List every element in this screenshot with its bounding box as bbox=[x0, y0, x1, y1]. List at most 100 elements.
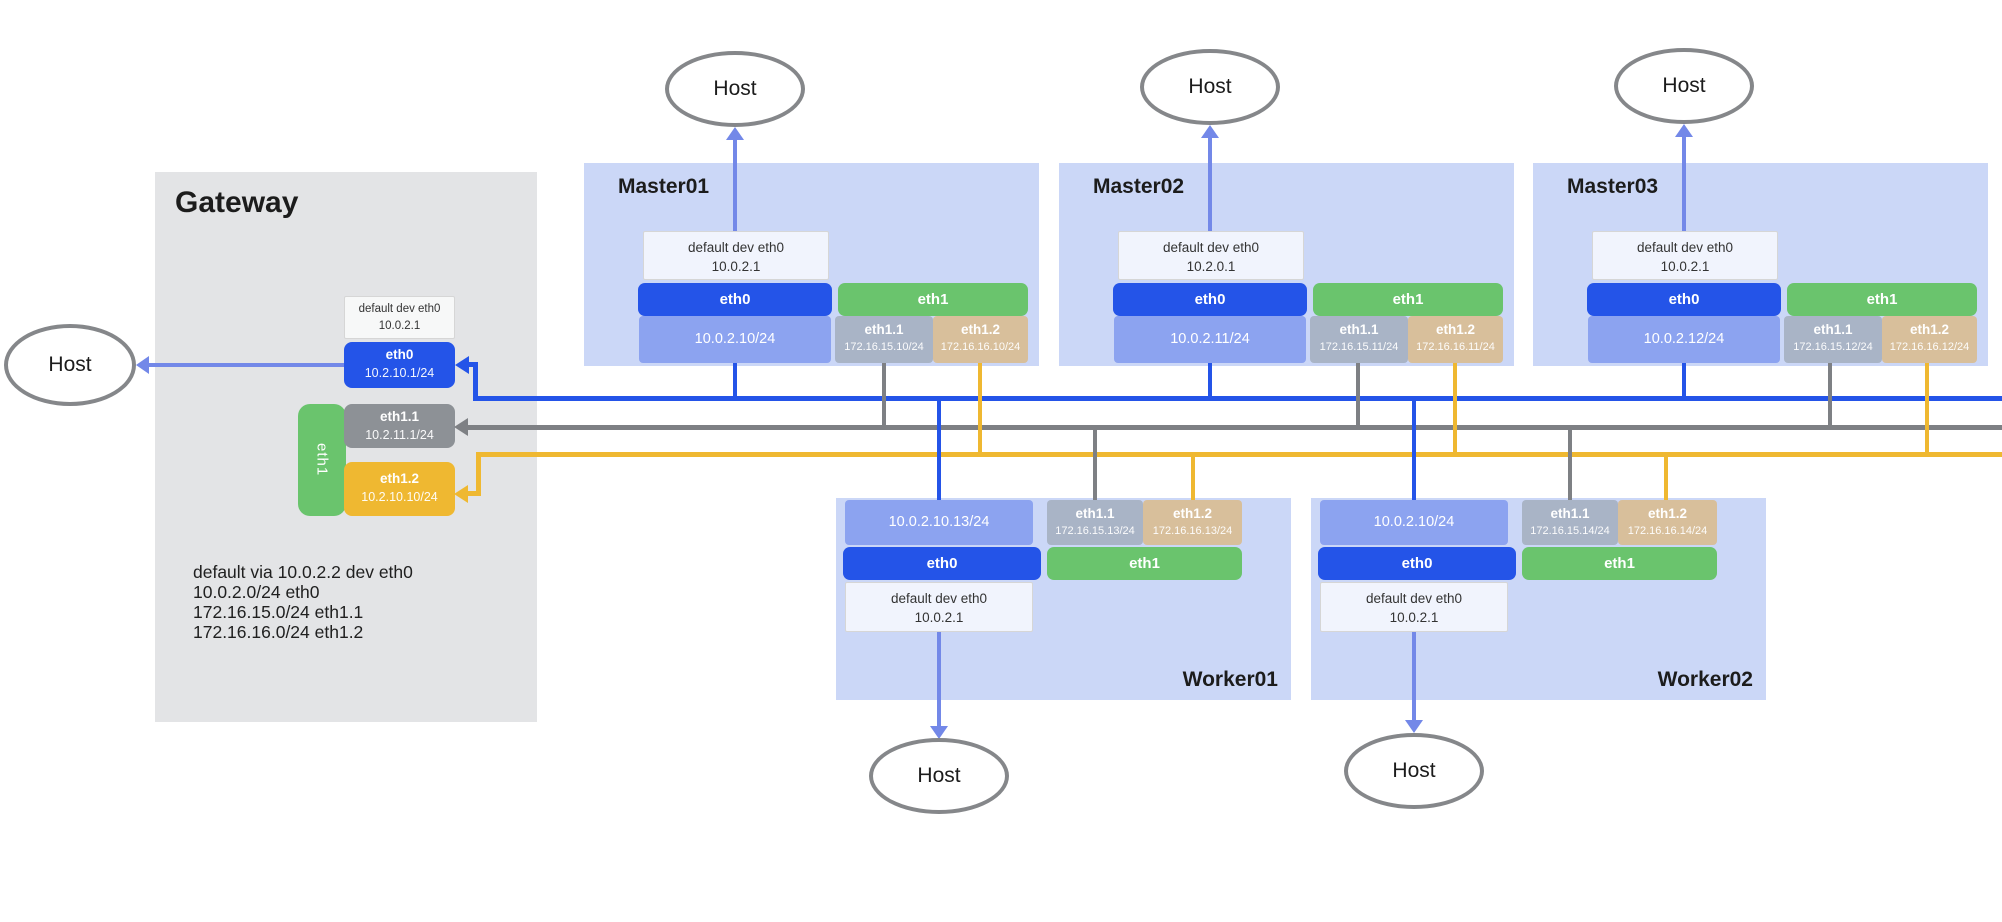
master01-eth1-2-link bbox=[978, 363, 982, 456]
gateway-eth1-2-label: eth1.2 bbox=[379, 471, 420, 486]
master02-host-arrowhead-icon bbox=[1201, 125, 1219, 138]
gateway-default-route-line1: default dev eth0 bbox=[358, 303, 441, 315]
host-ellipse-worker01: Host bbox=[869, 738, 1009, 814]
host-ellipse-gateway: Host bbox=[4, 324, 136, 406]
worker01-eth1-1-box: eth1.1 172.16.15.13/24 bbox=[1047, 500, 1143, 545]
master03-eth1-1-link bbox=[1828, 363, 1832, 428]
host-label: Host bbox=[1392, 759, 1436, 782]
worker01-host-arrowhead-icon bbox=[930, 726, 948, 739]
default-route-ip: 10.0.2.1 bbox=[1389, 610, 1439, 625]
worker02-eth1-2-box: eth1.2 172.16.16.14/24 bbox=[1618, 500, 1717, 545]
route-entry: 10.0.2.0/24 eth0 bbox=[193, 582, 320, 602]
master01-eth1-1-link bbox=[882, 363, 886, 428]
eth1-2-ip: 172.16.16.13/24 bbox=[1152, 525, 1233, 537]
eth1-1-network-bus bbox=[468, 425, 2002, 430]
eth1-2-label: eth1.2 bbox=[1909, 322, 1950, 337]
worker01-eth1-2-link bbox=[1191, 455, 1195, 500]
eth1-2-bus-elbow bbox=[468, 491, 481, 496]
worker01-eth1-1-link bbox=[1093, 428, 1097, 500]
gateway-eth1-2-ip: 10.2.10.10/24 bbox=[361, 490, 438, 504]
worker01-host-link bbox=[937, 632, 941, 726]
worker02-eth1-1-box: eth1.1 172.16.15.14/24 bbox=[1522, 500, 1618, 545]
host-ellipse-master02: Host bbox=[1140, 49, 1280, 125]
master03-eth1-2-link bbox=[1925, 363, 1929, 456]
master03-default-route-box: default dev eth0 10.0.2.1 bbox=[1592, 231, 1778, 280]
eth1-1-label: eth1.1 bbox=[1339, 322, 1379, 337]
master02-eth0-link bbox=[1208, 363, 1212, 400]
worker01-eth0-ip: 10.0.2.10.13/24 bbox=[845, 500, 1033, 545]
worker01-eth1-2-box: eth1.2 172.16.16.13/24 bbox=[1143, 500, 1242, 545]
master01-eth1-box: eth1 bbox=[838, 283, 1028, 316]
worker02-eth0-box: eth0 bbox=[1318, 547, 1516, 580]
master01-node: Master01 default dev eth0 10.0.2.1 eth0 … bbox=[584, 163, 1039, 366]
master02-eth1-2-box: eth1.2 172.16.16.11/24 bbox=[1408, 316, 1503, 363]
master03-eth1-1-box: eth1.1 172.16.15.12/24 bbox=[1784, 316, 1882, 363]
host-label: Host bbox=[917, 764, 961, 787]
route-entry: 172.16.16.0/24 eth1.2 bbox=[193, 622, 364, 642]
host-label: Host bbox=[713, 77, 757, 100]
worker02-host-link bbox=[1412, 632, 1416, 720]
eth1-1-ip: 172.16.15.10/24 bbox=[844, 341, 924, 353]
gateway-eth1-1-label: eth1.1 bbox=[379, 409, 420, 424]
eth1-1-label: eth1.1 bbox=[1813, 322, 1853, 337]
master02-eth1-1-link bbox=[1356, 363, 1360, 428]
master01-eth0-link bbox=[733, 363, 737, 400]
worker02-host-arrowhead-icon bbox=[1405, 720, 1423, 733]
host-ellipse-master01: Host bbox=[665, 51, 805, 127]
route-entry: default via 10.0.2.2 dev eth0 bbox=[193, 562, 413, 582]
master03-title: Master03 bbox=[1567, 175, 1659, 198]
gateway-eth0-ip: 10.2.10.1/24 bbox=[364, 366, 435, 380]
gateway-routing-table: default via 10.0.2.2 dev eth0 10.0.2.0/2… bbox=[193, 562, 413, 642]
eth1-1-ip: 172.16.15.13/24 bbox=[1055, 525, 1135, 537]
gateway-node: Gateway default dev eth0 10.0.2.1 eth0 1… bbox=[155, 172, 537, 722]
gateway-eth0-box: eth0 10.2.10.1/24 bbox=[344, 342, 455, 388]
default-route-line1: default dev eth0 bbox=[1365, 591, 1463, 606]
eth1-2-ip: 172.16.16.11/24 bbox=[1416, 341, 1495, 353]
worker01-eth0-box: eth0 bbox=[843, 547, 1041, 580]
master01-title: Master01 bbox=[618, 175, 710, 198]
worker01-eth0-link bbox=[937, 399, 941, 500]
gateway-eth1-box: eth1 bbox=[298, 404, 346, 516]
eth1-1-ip: 172.16.15.11/24 bbox=[1319, 341, 1399, 353]
default-route-line1: default dev eth0 bbox=[687, 240, 785, 255]
gateway-default-route-box: default dev eth0 10.0.2.1 bbox=[344, 296, 455, 339]
route-entry: 172.16.15.0/24 eth1.1 bbox=[193, 602, 364, 622]
default-route-line1: default dev eth0 bbox=[1162, 240, 1260, 255]
worker02-eth0-ip: 10.0.2.10/24 bbox=[1320, 500, 1508, 545]
master02-node: Master02 default dev eth0 10.2.0.1 eth0 … bbox=[1059, 163, 1514, 366]
master02-host-link bbox=[1208, 138, 1212, 231]
master03-host-link bbox=[1682, 137, 1686, 231]
eth1-2-bus-arrowhead-icon bbox=[454, 485, 468, 503]
master01-eth1-1-box: eth1.1 172.16.15.10/24 bbox=[835, 316, 933, 363]
eth1-2-network-bus bbox=[476, 452, 2002, 457]
eth1-1-ip: 172.16.15.14/24 bbox=[1530, 525, 1610, 537]
master03-eth0-box: eth0 bbox=[1587, 283, 1781, 316]
master02-eth1-1-box: eth1.1 172.16.15.11/24 bbox=[1310, 316, 1408, 363]
gateway-default-route-ip: 10.0.2.1 bbox=[378, 320, 421, 332]
worker02-default-route-box: default dev eth0 10.0.2.1 bbox=[1320, 582, 1508, 632]
eth1-1-label: eth1.1 bbox=[1075, 506, 1115, 521]
worker01-default-route-box: default dev eth0 10.0.2.1 bbox=[845, 582, 1033, 632]
host-label: Host bbox=[1662, 74, 1706, 97]
host-ellipse-master03: Host bbox=[1614, 48, 1754, 124]
default-route-line1: default dev eth0 bbox=[890, 591, 988, 606]
default-route-ip: 10.0.2.1 bbox=[1660, 259, 1710, 274]
master03-host-arrowhead-icon bbox=[1675, 124, 1693, 137]
master01-host-arrowhead-icon bbox=[726, 127, 744, 140]
master02-eth1-box: eth1 bbox=[1313, 283, 1503, 316]
master03-eth0-ip: 10.0.2.12/24 bbox=[1588, 316, 1780, 363]
master01-default-route-box: default dev eth0 10.0.2.1 bbox=[643, 231, 829, 280]
eth0-network-bus bbox=[473, 396, 2002, 401]
gateway-host-arrowhead-icon bbox=[136, 356, 149, 374]
default-route-line1: default dev eth0 bbox=[1636, 240, 1734, 255]
eth1-2-label: eth1.2 bbox=[1647, 506, 1688, 521]
host-label: Host bbox=[48, 353, 92, 376]
master02-eth1-2-link bbox=[1453, 363, 1457, 456]
host-ellipse-worker02: Host bbox=[1344, 733, 1484, 809]
eth1-2-bus-elbow bbox=[476, 452, 481, 496]
master01-host-link bbox=[733, 140, 737, 231]
eth1-2-label: eth1.2 bbox=[960, 322, 1001, 337]
eth1-2-ip: 172.16.16.14/24 bbox=[1627, 525, 1708, 537]
master03-node: Master03 default dev eth0 10.0.2.1 eth0 … bbox=[1533, 163, 1988, 366]
